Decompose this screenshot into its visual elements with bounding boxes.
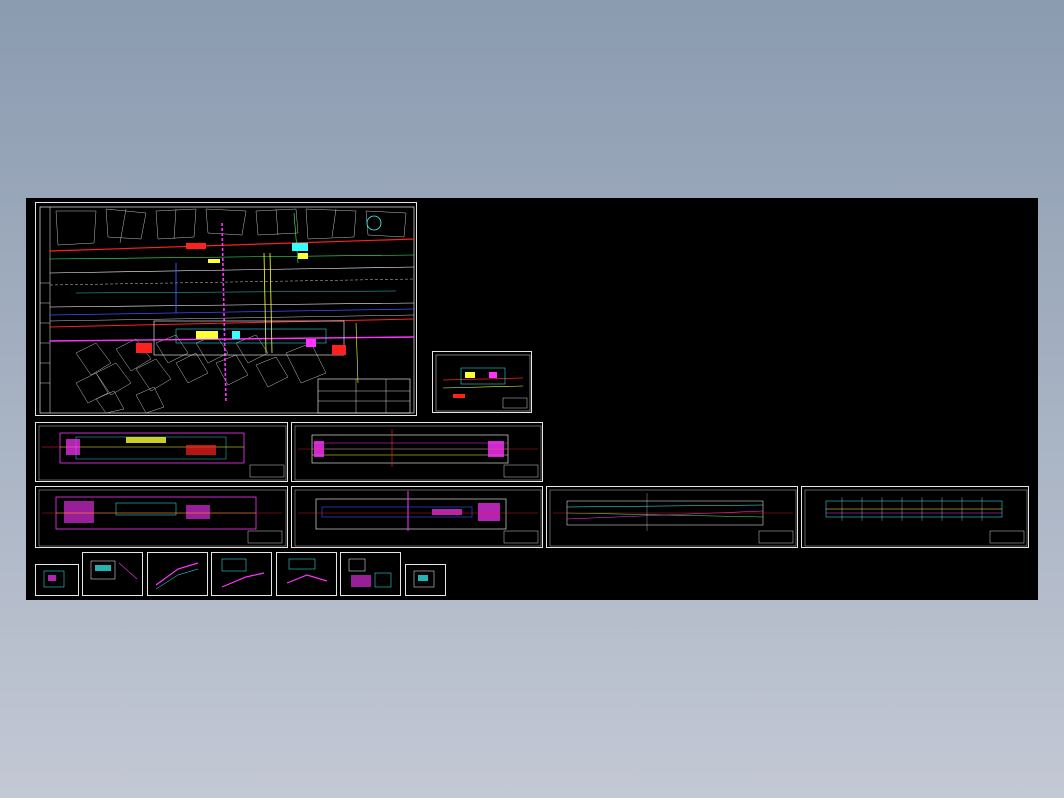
detail-5-drawing bbox=[286, 558, 328, 584]
detail-1-drawing bbox=[43, 570, 65, 588]
sheet-thumbnail-detail[interactable] bbox=[432, 351, 532, 413]
detail-6-drawing bbox=[348, 558, 392, 588]
sheet-detail-1[interactable] bbox=[35, 564, 79, 596]
sheet-detail-2[interactable] bbox=[82, 552, 143, 596]
sheet-station-plan-6[interactable] bbox=[801, 486, 1029, 548]
station-plan-6-drawing bbox=[804, 489, 1028, 547]
sheet-station-plan-3[interactable] bbox=[35, 486, 288, 548]
station-plan-2-drawing bbox=[294, 425, 542, 481]
cad-model-space[interactable] bbox=[26, 198, 1038, 600]
sheet-station-plan-2[interactable] bbox=[291, 422, 543, 482]
detail-2-drawing bbox=[90, 560, 138, 580]
station-plan-3-drawing bbox=[38, 489, 287, 547]
detail-4-drawing bbox=[221, 558, 265, 588]
site-plan-drawing bbox=[39, 206, 415, 414]
sheet-station-plan-5[interactable] bbox=[546, 486, 798, 548]
station-plan-4-drawing bbox=[294, 489, 542, 547]
sheet-detail-3[interactable] bbox=[147, 552, 208, 596]
station-plan-1-drawing bbox=[38, 425, 287, 481]
sheet-detail-4[interactable] bbox=[211, 552, 272, 596]
sheet-detail-7[interactable] bbox=[405, 564, 446, 596]
sheet-detail-5[interactable] bbox=[276, 552, 337, 596]
station-plan-5-drawing bbox=[549, 489, 797, 547]
detail-7-drawing bbox=[413, 570, 435, 588]
detail-3-drawing bbox=[155, 562, 199, 590]
sheet-site-plan[interactable] bbox=[35, 202, 417, 416]
thumbnail-drawing bbox=[435, 354, 531, 412]
sheet-detail-6[interactable] bbox=[340, 552, 401, 596]
sheet-station-plan-1[interactable] bbox=[35, 422, 288, 482]
sheet-station-plan-4[interactable] bbox=[291, 486, 543, 548]
